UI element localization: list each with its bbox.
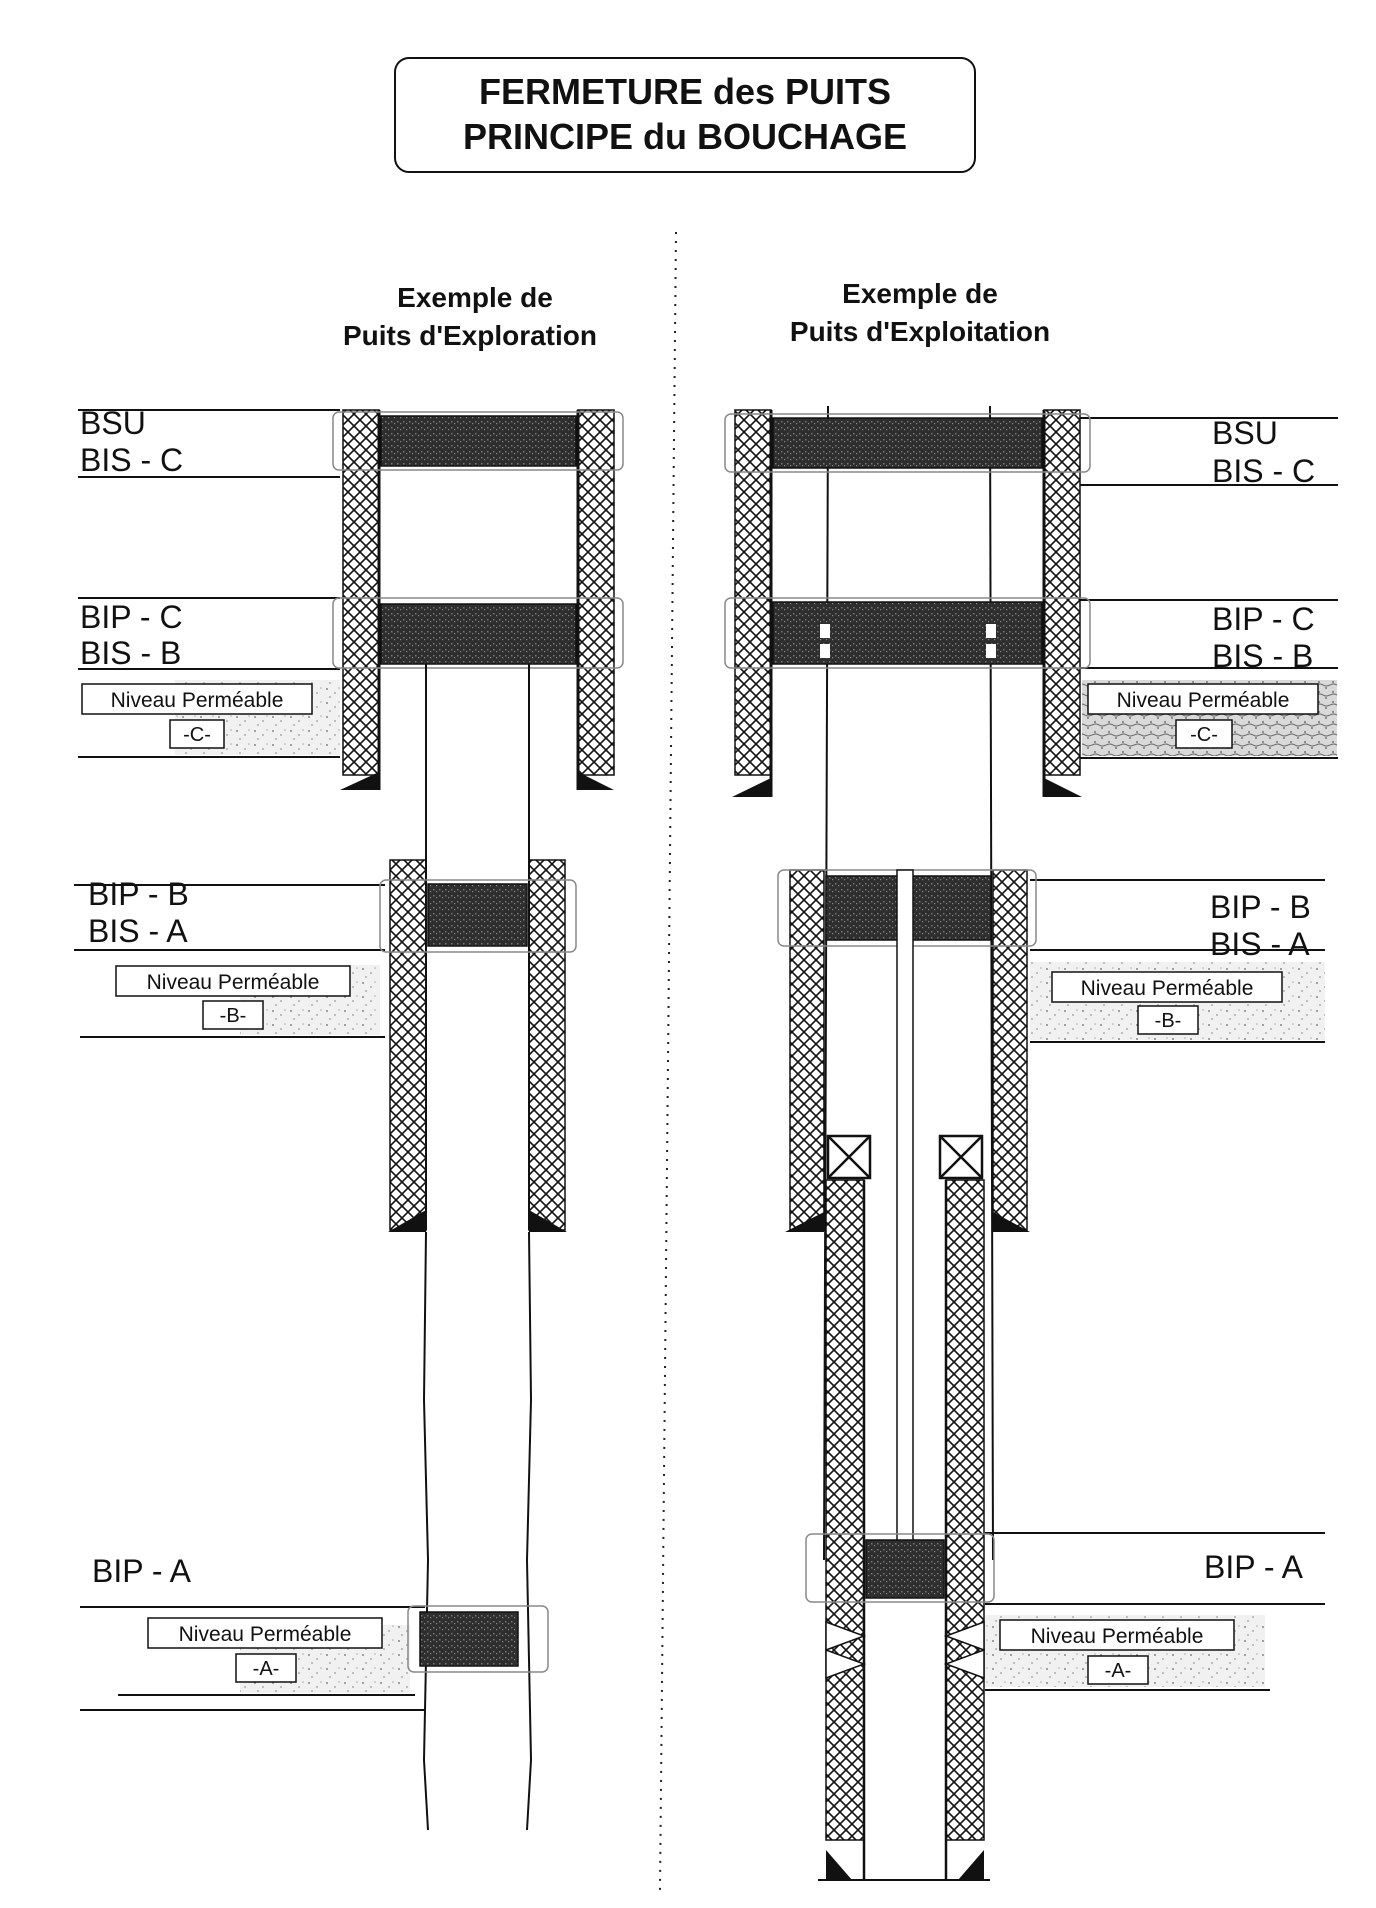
left-heading-line-1: Exemple de: [397, 282, 553, 313]
right-casing-cement-right: [1043, 409, 1081, 776]
left-casing-cement-left: [342, 409, 380, 776]
left-heading-line-2: Puits d'Exploration: [343, 320, 597, 351]
left-bsu-plug: [380, 415, 577, 467]
right-panel: Exemple de Puits d'Exploitation: [724, 278, 1338, 1881]
right-label-bis-a: BIS - A: [1210, 926, 1310, 962]
left-niveau-b-tag: -B-: [220, 1005, 247, 1027]
left-bipa-zone: [407, 1605, 549, 1673]
casing-shoe-icon: [732, 778, 771, 797]
casing-shoe-icon: [958, 1850, 984, 1880]
right-bipc-zone: [724, 597, 1091, 669]
left-label-bis-b: BIS - B: [80, 635, 181, 671]
right-liner-cement-left: [825, 1179, 865, 1841]
casing-shoe-icon: [785, 1212, 824, 1232]
left-label-bip-b: BIP - B: [88, 876, 189, 912]
left-niveau-a-text: Niveau Perméable: [179, 1623, 352, 1646]
left-niveau-c-text: Niveau Perméable: [111, 689, 284, 712]
right-bipa-zone: [805, 1533, 995, 1603]
right-label-bsu: BSU: [1212, 415, 1278, 451]
right-niveau-a-tag: -A-: [1105, 1660, 1132, 1682]
left-niveau-b-box: [115, 965, 351, 997]
right-label-bis-b: BIS - B: [1212, 638, 1313, 674]
right-niveau-c-tag-box: [1175, 719, 1233, 749]
left-open-hole: [422, 1231, 533, 1831]
right-heading-line-2: Puits d'Exploitation: [790, 316, 1050, 347]
casing-shoe-icon: [1044, 778, 1082, 797]
right-formation-lines: [985, 417, 1338, 1691]
right-mid-cement-left: [789, 869, 825, 1231]
left-niveau-a-tag: -A-: [253, 1658, 280, 1680]
panel-divider: [659, 231, 677, 1891]
title-box: [394, 57, 976, 173]
right-label-bis-c: BIS - C: [1212, 453, 1315, 489]
right-casing-cement-left: [734, 409, 772, 776]
right-niveau-b-tag-box: [1137, 1005, 1199, 1035]
left-niveau-b-text: Niveau Perméable: [147, 971, 320, 994]
right-mid-cement-right: [992, 869, 1028, 1231]
left-bsu-zone: [332, 411, 624, 471]
casing-shoe-icon: [578, 772, 614, 790]
casing-shoe-icon: [340, 772, 379, 790]
left-mid-cement-right: [528, 859, 566, 1231]
left-bipb-zone: [379, 879, 577, 953]
left-bipa-plug: [419, 1611, 519, 1667]
perforation-triangles-icon: [825, 1620, 985, 1680]
right-niveau-a-text: Niveau Perméable: [1031, 1625, 1204, 1648]
casing-shoe-icon: [388, 1210, 426, 1232]
left-niveau-a-box: [147, 1617, 383, 1649]
left-label-bip-a: BIP - A: [92, 1553, 192, 1589]
right-label-bip-a: BIP - A: [1204, 1549, 1304, 1585]
left-label-bip-c: BIP - C: [80, 599, 183, 635]
left-label-bis-c: BIS - C: [80, 442, 183, 478]
casing-shoe-icon: [993, 1212, 1030, 1232]
right-niveau-c-tag: -C-: [1190, 724, 1218, 746]
left-bipb-plug: [427, 883, 528, 947]
left-niveau-c-box: [81, 683, 313, 715]
left-bipc-zone: [332, 597, 624, 669]
left-bipc-plug: [380, 603, 577, 665]
right-bipc-plug: [772, 601, 1043, 665]
title-line-1: FERMETURE des PUITS: [479, 71, 891, 112]
right-liner-cement-right: [945, 1179, 985, 1841]
left-panel: Exemple de Puits d'Exploration: [74, 282, 624, 1831]
casing-shoe-icon: [529, 1210, 567, 1232]
right-inner-tubing: [896, 869, 914, 1581]
right-niveau-c-box: [1087, 683, 1319, 715]
left-formation-lines: [74, 409, 425, 1711]
right-niveau-a-tag-box: [1087, 1655, 1149, 1685]
left-niveau-c-tag: -C-: [183, 724, 211, 746]
right-niveau-b-box: [1051, 971, 1283, 1003]
left-mid-cement-left: [389, 859, 427, 1231]
casing-shoe-icon: [826, 1850, 852, 1880]
left-niveau-a-tag-box: [235, 1653, 297, 1683]
left-niveau-b-tag-box: [202, 1000, 264, 1030]
left-label-bis-a: BIS - A: [88, 913, 188, 949]
right-label-bip-b: BIP - B: [1210, 889, 1311, 925]
title-line-2: PRINCIPE du BOUCHAGE: [463, 116, 907, 157]
right-niveau-b-text: Niveau Perméable: [1081, 977, 1254, 1000]
right-label-bip-c: BIP - C: [1212, 601, 1315, 637]
left-label-bsu: BSU: [80, 405, 146, 441]
right-heading-line-1: Exemple de: [842, 278, 998, 309]
right-bsu-zone: [724, 413, 1091, 473]
right-bipa-plug: [865, 1539, 945, 1599]
right-niveau-a-box: [999, 1619, 1235, 1651]
right-niveau-b-tag: -B-: [1155, 1010, 1182, 1032]
left-niveau-c-tag-box: [169, 719, 225, 749]
right-bsu-plug: [772, 417, 1043, 469]
left-casing-cement-right: [577, 409, 615, 776]
right-niveau-c-text: Niveau Perméable: [1117, 689, 1290, 712]
